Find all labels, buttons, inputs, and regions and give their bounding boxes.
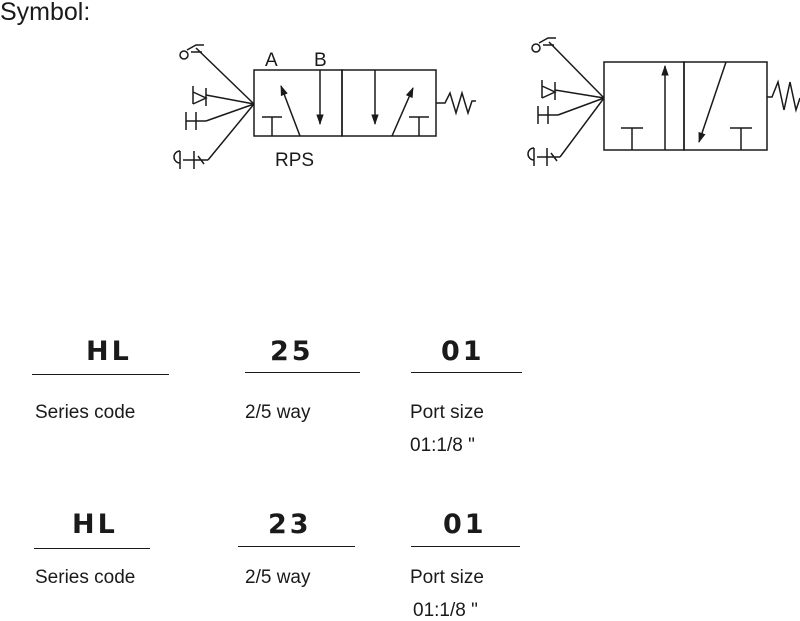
- code-underline: [245, 372, 360, 373]
- code-underline: [238, 546, 355, 547]
- port-size-label: Port size: [410, 402, 484, 423]
- plunger-actuator-icon: [185, 112, 206, 130]
- series-code-label: Series code: [35, 402, 136, 423]
- port-code-value: 01: [441, 336, 485, 367]
- code-underline: [411, 546, 520, 547]
- code-underline: [32, 374, 169, 375]
- code-underline: [34, 548, 150, 549]
- plunger-actuator-icon: [537, 106, 558, 124]
- series-code-value: HL: [86, 336, 132, 367]
- symbol-caption: RPS: [275, 150, 314, 171]
- port-size-detail: 01:1/8 ": [410, 435, 475, 456]
- way-code-value: 23: [268, 509, 312, 540]
- lever-actuator-icon: [173, 150, 208, 169]
- spring-icon: [767, 79, 800, 113]
- way-code-label: 2/5 way: [245, 402, 311, 423]
- valve-symbols: A B RPS: [173, 37, 800, 171]
- code-underline: [411, 372, 522, 373]
- port-code-value: 01: [443, 509, 487, 540]
- valve-symbol-2: [527, 37, 800, 166]
- way-code-value: 25: [270, 336, 314, 367]
- series-code-value: HL: [72, 509, 118, 540]
- symbol-heading: Symbol:: [0, 0, 91, 26]
- lever-actuator-icon: [527, 147, 560, 166]
- valve-symbol-1: [173, 44, 476, 169]
- series-code-label: Series code: [35, 567, 136, 588]
- port-size-label: Port size: [410, 567, 484, 588]
- spring-icon: [436, 90, 476, 116]
- port-label-a: A: [265, 50, 278, 71]
- port-label-b: B: [314, 50, 327, 71]
- way-code-label: 2/5 way: [245, 567, 311, 588]
- pushbutton-actuator-icon: [541, 80, 557, 100]
- pushbutton-actuator-icon: [192, 86, 208, 106]
- port-size-detail: 01:1/8 ": [413, 600, 478, 621]
